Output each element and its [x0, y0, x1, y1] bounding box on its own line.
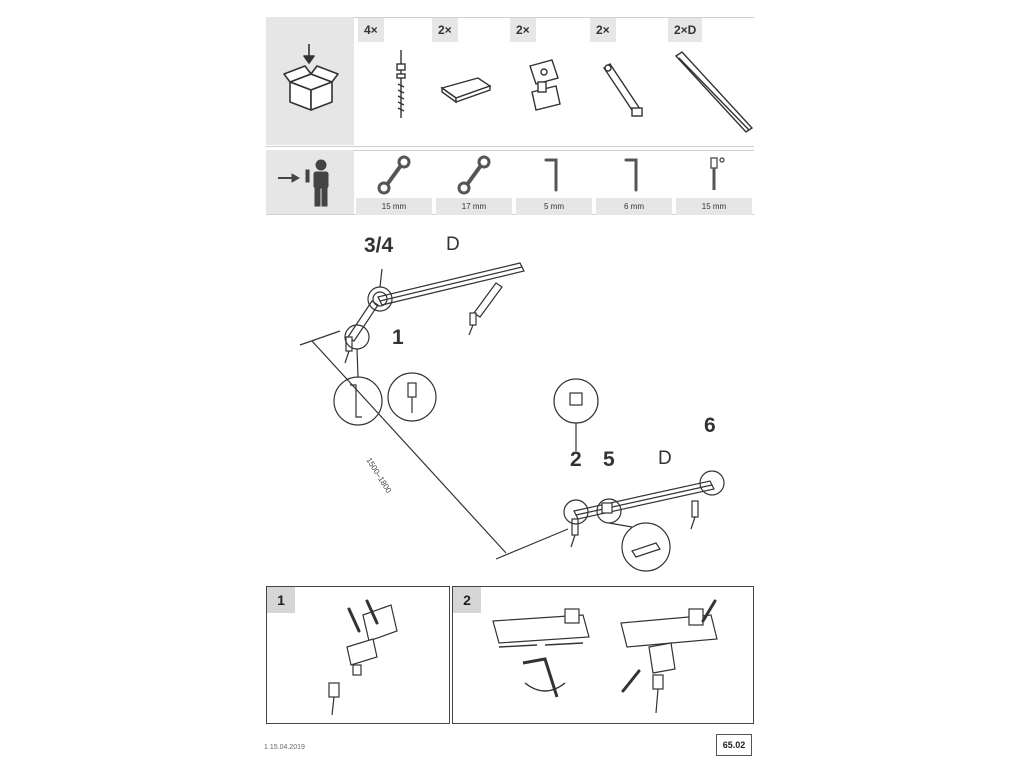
document-code: 65.02 — [716, 734, 752, 756]
support-icon — [603, 63, 643, 117]
box-icon — [283, 44, 339, 111]
bracket-icon — [529, 59, 561, 111]
callout-circle-6 — [699, 470, 725, 496]
tool-size-1: 15 mm — [356, 198, 432, 215]
label-2: 2 — [570, 448, 582, 471]
tool-size-4: 6 mm — [596, 198, 672, 215]
rail-icon — [674, 51, 754, 133]
qty-badge-2: 2× — [432, 18, 458, 42]
lower-rail — [570, 480, 715, 548]
step-number-2: 2 — [453, 587, 481, 613]
clamp-icon — [440, 77, 492, 104]
label-d-upper: D — [446, 234, 460, 255]
step-panel-2: 2 — [452, 586, 754, 724]
step-2-illustration — [492, 599, 718, 714]
upper-rail — [344, 262, 525, 364]
label-d-lower: D — [658, 448, 672, 469]
wrench-icon-1 — [377, 155, 411, 195]
worker-cell — [266, 150, 354, 214]
header-icons — [278, 44, 754, 207]
tools-top-line — [354, 150, 754, 151]
tool-size-2: 17 mm — [436, 198, 512, 215]
callout-circle-5-detail — [621, 522, 671, 572]
wrench-icon-2 — [457, 155, 491, 195]
qty-badge-5: 2×D — [668, 18, 703, 42]
label-1: 1 — [392, 326, 404, 349]
step-1-illustration — [328, 599, 398, 716]
label-6: 6 — [704, 414, 716, 437]
worker-icon — [278, 159, 329, 207]
label-5: 5 — [603, 448, 615, 471]
tool-size-3: 5 mm — [516, 198, 592, 215]
callout-circle-detail-b — [387, 372, 437, 422]
hex-key-icon-1 — [544, 158, 558, 192]
qty-badge-4: 2× — [590, 18, 616, 42]
tool-size-5: 15 mm — [676, 198, 752, 215]
qty-badge-3: 2× — [510, 18, 536, 42]
assembly-diagram — [299, 262, 725, 572]
parts-top-line — [354, 17, 754, 18]
parts-bottom-line — [266, 146, 754, 147]
qty-badge-1: 4× — [358, 18, 384, 42]
callout-circle-detail-a — [333, 376, 383, 426]
hex-key-icon-2 — [624, 158, 638, 192]
label-3-4: 3/4 — [364, 234, 394, 257]
step-panel-1: 1 — [266, 586, 450, 724]
socket-wrench-icon — [710, 157, 725, 190]
callout-circle-2 — [563, 499, 589, 525]
step-number-1: 1 — [267, 587, 295, 613]
dimension-line — [311, 340, 507, 554]
revision-info: 1 15.04.2019 — [264, 744, 305, 751]
hanger-bolt-icon — [396, 50, 406, 118]
